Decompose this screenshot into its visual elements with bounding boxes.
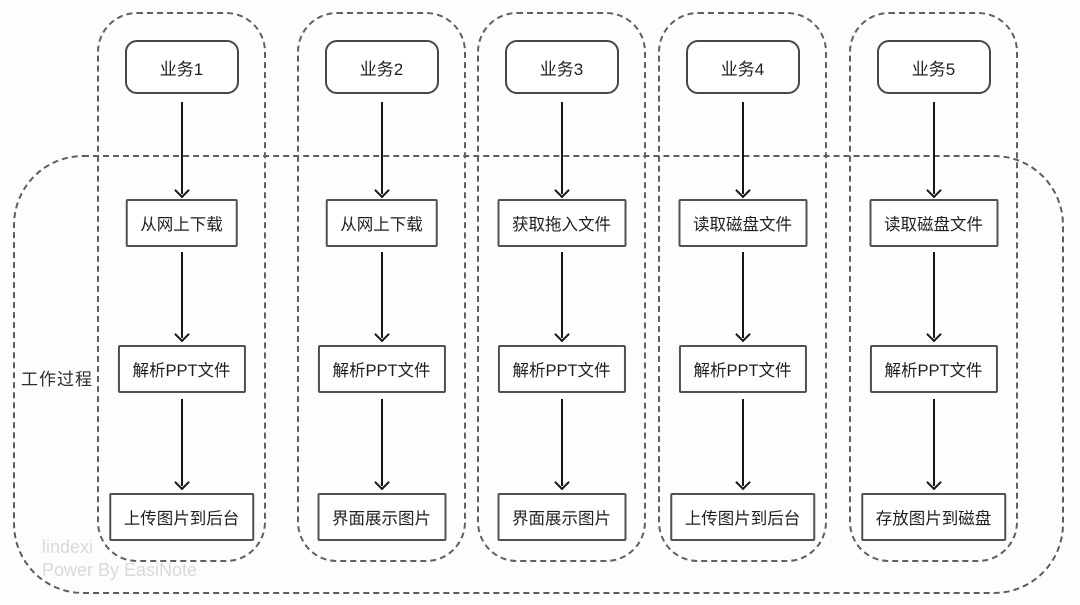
arrow-down-icon <box>734 102 751 199</box>
business-node: 业务5 <box>876 40 991 94</box>
work-process-label: 工作过程 <box>21 370 93 389</box>
work-process-container <box>13 155 1064 594</box>
lane-business-2: 业务2 从网上下载 解析PPT文件 界面展示图片 <box>297 12 466 562</box>
lane-business-5: 业务5 读取磁盘文件 解析PPT文件 存放图片到磁盘 <box>849 12 1018 562</box>
arrow-down-icon <box>373 252 390 343</box>
arrow-down-icon <box>925 399 942 491</box>
step-node: 解析PPT文件 <box>497 345 626 393</box>
arrow-down-icon <box>553 399 570 491</box>
lane-business-4: 业务4 读取磁盘文件 解析PPT文件 上传图片到后台 <box>658 12 827 562</box>
arrow-down-icon <box>173 102 190 199</box>
business-node: 业务3 <box>504 40 619 94</box>
step-node: 上传图片到后台 <box>669 493 816 541</box>
step-node: 从网上下载 <box>125 199 238 247</box>
step-node: 解析PPT文件 <box>678 345 807 393</box>
step-node: 界面展示图片 <box>497 493 626 541</box>
step-node: 获取拖入文件 <box>497 199 626 247</box>
business-node: 业务4 <box>685 40 800 94</box>
lane-business-3: 业务3 获取拖入文件 解析PPT文件 界面展示图片 <box>477 12 646 562</box>
arrow-down-icon <box>734 252 751 343</box>
arrow-down-icon <box>553 252 570 343</box>
step-node: 界面展示图片 <box>317 493 446 541</box>
step-node: 读取磁盘文件 <box>869 199 998 247</box>
business-node: 业务2 <box>324 40 439 94</box>
arrow-down-icon <box>373 102 390 199</box>
step-node: 从网上下载 <box>325 199 438 247</box>
step-node: 上传图片到后台 <box>108 493 255 541</box>
arrow-down-icon <box>553 102 570 199</box>
arrow-down-icon <box>734 399 751 491</box>
lane-business-1: 业务1 从网上下载 解析PPT文件 上传图片到后台 <box>97 12 266 562</box>
step-node: 解析PPT文件 <box>317 345 446 393</box>
arrow-down-icon <box>925 102 942 199</box>
business-node: 业务1 <box>124 40 239 94</box>
step-node: 解析PPT文件 <box>117 345 246 393</box>
step-node: 存放图片到磁盘 <box>860 493 1007 541</box>
step-node: 解析PPT文件 <box>869 345 998 393</box>
step-node: 读取磁盘文件 <box>678 199 807 247</box>
arrow-down-icon <box>173 399 190 491</box>
arrow-down-icon <box>373 399 390 491</box>
arrow-down-icon <box>925 252 942 343</box>
arrow-down-icon <box>173 252 190 343</box>
